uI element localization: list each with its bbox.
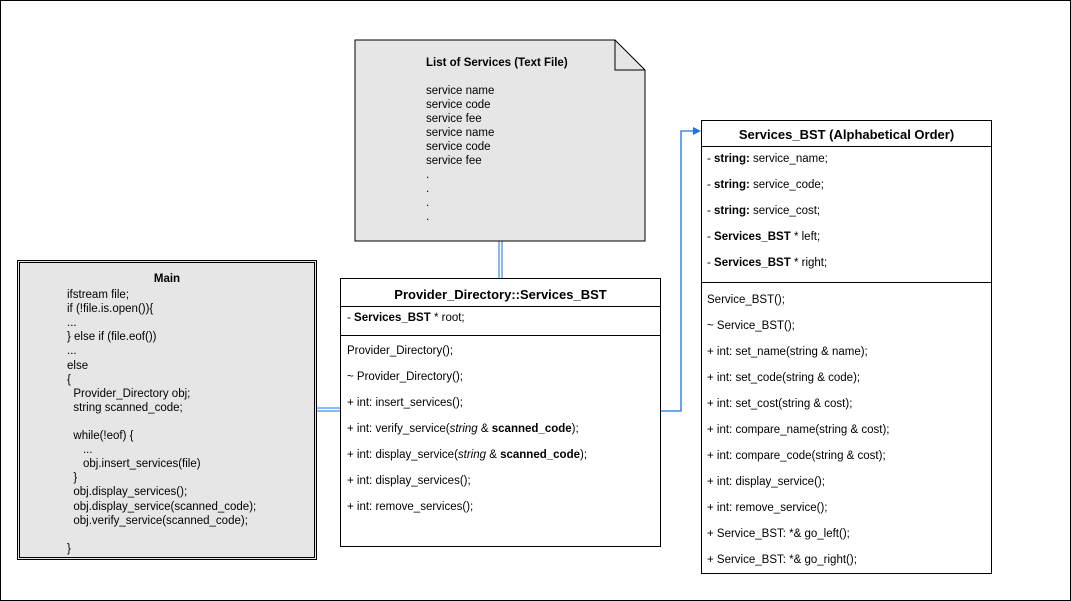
document-note: List of Services (Text File) service nam…	[355, 40, 645, 241]
services-method: + int: set_code(string & code);	[707, 372, 861, 384]
main-code-line: ifstream file;	[67, 289, 129, 301]
main-code-line: ...	[67, 317, 77, 330]
arrowhead-icon	[693, 127, 701, 135]
services-method: + int: set_name(string & name);	[707, 346, 868, 358]
document-line: service fee	[426, 155, 482, 167]
document-line: .	[426, 197, 430, 209]
main-code-line: obj.verify_service(scanned_code);	[67, 514, 248, 527]
document-title: List of Services (Text File)	[426, 57, 568, 69]
services-method: + Service_BST: *& go_right();	[707, 554, 857, 566]
document-shape	[354, 39, 646, 242]
services-method: + int: set_cost(string & cost);	[707, 398, 853, 410]
main-code-line: while(!eof) {	[67, 430, 134, 442]
services-method: + int: remove_service();	[707, 502, 828, 514]
document-fold	[614, 40, 645, 71]
services-attribute: - Services_BST * right;	[707, 257, 828, 269]
provider-directory-class: Provider_Directory::Services_BST - Servi…	[340, 278, 661, 547]
document-line: service name	[426, 127, 495, 139]
services-method: + int: compare_name(string & cost);	[707, 424, 890, 436]
services-attribute: - Services_BST * left;	[707, 231, 821, 243]
services-attribute: - string: service_name;	[707, 153, 828, 165]
services-attribute: - string: service_cost;	[707, 205, 821, 217]
title-divider	[341, 306, 660, 307]
main-code-line: ...	[67, 444, 93, 457]
services-method: Service_BST();	[707, 294, 785, 306]
main-code-line: ...	[67, 345, 77, 358]
association-arrow-line	[660, 130, 694, 412]
services-class-title: Services_BST (Alphabetical Order)	[738, 127, 955, 142]
provider-method: + int: remove_services();	[347, 501, 474, 513]
document-line: service fee	[426, 113, 482, 125]
main-code-line: {	[67, 373, 71, 386]
main-code-line: string scanned_code;	[67, 401, 183, 414]
main-code-line: obj.insert_services(file)	[67, 458, 201, 471]
services-method: + int: compare_code(string & cost);	[707, 450, 886, 462]
provider-method: + int: verify_service(string & scanned_c…	[347, 423, 579, 435]
provider-class-title: Provider_Directory::Services_BST	[394, 287, 607, 302]
provider-method: + int: insert_services();	[347, 397, 463, 409]
document-line: .	[426, 169, 430, 181]
provider-method: + int: display_service(string & scanned_…	[347, 449, 588, 461]
main-code-line: }	[67, 542, 71, 555]
provider-method: ~ Provider_Directory();	[347, 371, 463, 383]
services-method: + Service_BST: *& go_left();	[707, 528, 850, 540]
services-bst-class: Services_BST (Alphabetical Order) - stri…	[701, 120, 992, 574]
main-code-line: else	[67, 359, 89, 372]
services-attribute: - string: service_code;	[707, 179, 824, 191]
document-line: service name	[426, 85, 495, 97]
main-box: Main ifstream file; if (!file.is.open()){…	[17, 260, 317, 560]
main-title: Main	[153, 273, 181, 285]
document-line: service code	[426, 99, 491, 111]
main-code-line: } else if (file.eof())	[67, 331, 157, 344]
main-code-line: obj.display_service(scanned_code);	[67, 500, 257, 513]
main-code-line: if (!file.is.open()){	[67, 303, 154, 316]
provider-attribute-root: - Services_BST * root;	[347, 312, 465, 324]
document-line: .	[426, 211, 430, 223]
attribute-divider	[702, 282, 991, 283]
provider-method: Provider_Directory();	[347, 345, 454, 357]
services-method: ~ Service_BST();	[707, 320, 795, 332]
main-code-line: obj.display_services();	[67, 486, 188, 499]
provider-method: + int: display_services();	[347, 475, 471, 487]
main-code-line: Provider_Directory obj;	[67, 387, 191, 400]
main-code-line: }	[67, 472, 78, 485]
document-line: service code	[426, 141, 491, 153]
attribute-divider	[341, 335, 660, 336]
services-method: + int: display_service();	[707, 476, 825, 488]
document-line: .	[426, 183, 430, 195]
title-divider	[702, 146, 991, 147]
